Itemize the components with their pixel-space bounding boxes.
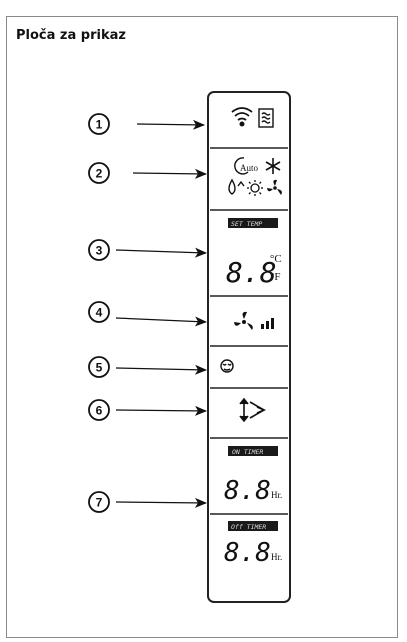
unit-fahrenheit: °F — [270, 271, 281, 283]
callout-5: 5 — [88, 356, 207, 378]
unit-celsius: °C — [270, 253, 282, 265]
callout-1: 1 — [88, 113, 205, 135]
dry-drop-icon — [228, 178, 245, 195]
callout-number: 1 — [96, 118, 103, 132]
sleep-face-icon — [220, 359, 234, 373]
sun-icon — [247, 180, 263, 196]
callout-4: 4 — [88, 301, 207, 327]
set-temp-label: SET TEMP — [231, 220, 262, 228]
page-title: Ploča za prikaz — [16, 28, 126, 43]
figure-frame — [6, 16, 398, 638]
on-timer-label-box — [228, 446, 278, 456]
heat-waves-icon — [258, 108, 274, 128]
on-timer-hr-label: Hr. — [271, 490, 282, 500]
fan-mode-icon — [267, 179, 282, 195]
wifi-icon — [231, 107, 253, 127]
on-timer-digits: 8.8 — [224, 476, 271, 506]
auto-mode-label: Auto — [240, 163, 259, 173]
callout-2: 2 — [88, 162, 207, 184]
fan-icon — [234, 311, 253, 330]
callout-number: 6 — [96, 404, 103, 418]
callout-number: 5 — [96, 361, 103, 375]
callout-7: 7 — [88, 491, 207, 513]
off-timer-label: Off TIMER — [231, 523, 266, 531]
snowflake-icon — [265, 158, 281, 174]
fan-speed-bars-icon — [261, 318, 274, 329]
callout-3: 3 — [88, 239, 207, 261]
off-timer-label-box — [228, 521, 278, 531]
callout-number: 3 — [96, 244, 103, 258]
display-panel-outline — [207, 91, 291, 603]
temperature-digits: 8.8 — [226, 256, 277, 289]
callout-6: 6 — [88, 399, 207, 421]
auto-mode-icon: Auto — [234, 157, 259, 175]
callout-number: 7 — [96, 496, 103, 510]
off-timer-digits: 8.8 — [224, 538, 271, 568]
callout-number: 2 — [96, 167, 103, 181]
off-timer-hr-label: Hr. — [271, 552, 282, 562]
callout-number: 4 — [96, 306, 103, 320]
swing-louver-icon — [239, 397, 267, 423]
set-temp-label-box — [228, 218, 278, 228]
on-timer-label: ON TIMER — [232, 448, 263, 456]
